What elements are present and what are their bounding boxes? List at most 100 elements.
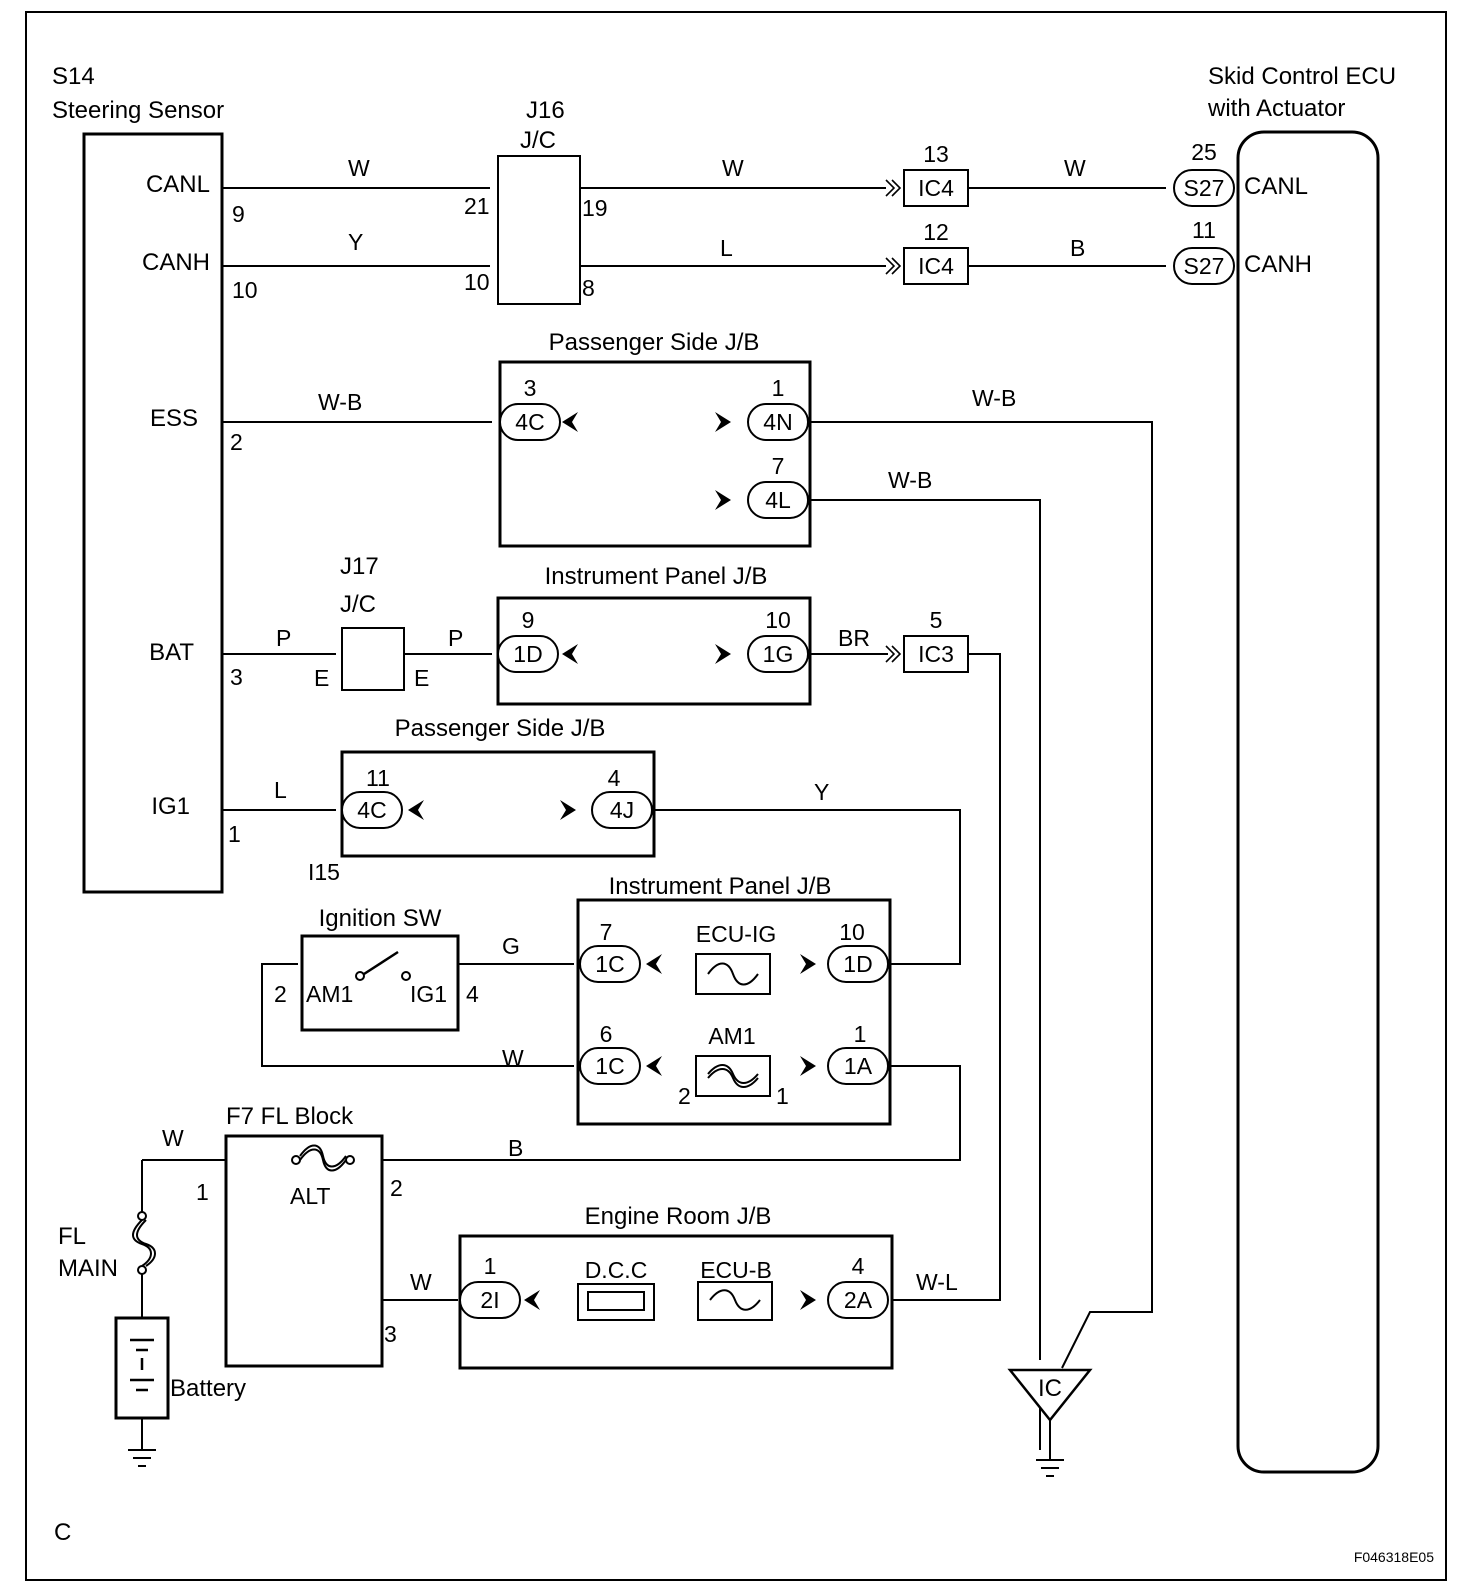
- sensor-pin-bat: BAT: [149, 639, 194, 666]
- fuse-label: ECU-IG: [696, 921, 777, 947]
- wire-color: W: [348, 155, 370, 181]
- steering-sensor-id: S14: [52, 63, 95, 90]
- junction-connector-j16: J16 J/C 21 19 10 8: [464, 97, 608, 305]
- steering-sensor-name: Steering Sensor: [52, 97, 224, 124]
- ecu-pin-canl: CANL: [1244, 173, 1308, 200]
- wire-color: L: [720, 235, 733, 261]
- battery: Battery: [114, 1316, 246, 1420]
- ground-ic-label: IC: [1038, 1375, 1062, 1402]
- ecu-name-line1: Skid Control ECU: [1208, 63, 1396, 90]
- instrument-panel-jb-top: Instrument Panel J/B 1D 9 1G 10: [496, 563, 812, 706]
- sensor-pin-num: 3: [230, 664, 243, 690]
- j16-type: J/C: [520, 127, 556, 154]
- ecu-name-line2: with Actuator: [1207, 95, 1345, 122]
- j17-pin-right: E: [414, 665, 429, 691]
- instrument-panel-jb-bottom: Instrument Panel J/B ECU-IG AM1 1C 7 1D …: [576, 873, 892, 1126]
- connector-num: 1: [484, 1253, 497, 1279]
- relay-label: D.C.C: [585, 1257, 648, 1283]
- ignition-sw-pin: 2: [274, 981, 287, 1007]
- inline-connector-ic4: IC4 13 IC4 12: [885, 141, 969, 285]
- ic4-label: IC4: [918, 253, 954, 279]
- diagram-frame: [25, 11, 1447, 1581]
- skid-control-ecu: Skid Control ECU with Actuator CANL CANH…: [1173, 63, 1396, 1474]
- connector-tag-i15: I15: [308, 859, 340, 885]
- connector-label: 4C: [357, 797, 386, 823]
- ecu-connector-num: 25: [1191, 139, 1217, 165]
- connector-num: 4: [608, 765, 621, 791]
- connector-label: 1C: [595, 951, 624, 977]
- wire-color: P: [276, 625, 291, 651]
- connector-label: 1D: [513, 641, 542, 667]
- jb-title: Passenger Side J/B: [549, 329, 760, 356]
- jb-title: Instrument Panel J/B: [545, 563, 768, 590]
- wire-color: W-B: [318, 389, 362, 415]
- ground-ic: IC: [1007, 1368, 1093, 1460]
- sensor-pin-num: 10: [232, 277, 258, 303]
- connector-label: 1G: [763, 641, 794, 667]
- ic4-label: IC4: [918, 175, 954, 201]
- fl-main-fuse: FL MAIN: [58, 1211, 156, 1282]
- wire-color: W: [502, 1045, 524, 1071]
- connector-num: 6: [600, 1021, 613, 1047]
- passenger-side-jb-bottom: Passenger Side J/B 4C 11 4J 4 I15: [308, 715, 656, 885]
- battery-label: Battery: [170, 1375, 246, 1402]
- sensor-pin-num: 2: [230, 429, 243, 455]
- wire-color: W-B: [972, 385, 1016, 411]
- ecu-pin-canh: CANH: [1244, 251, 1312, 278]
- sensor-pin-num: 9: [232, 201, 245, 227]
- connector-num: 1: [854, 1021, 867, 1047]
- sensor-pin-ess: ESS: [150, 405, 198, 432]
- junction-connector-j17: J17 J/C E E: [314, 553, 429, 691]
- jb-title: Passenger Side J/B: [395, 715, 606, 742]
- ground-icon: [1036, 1459, 1064, 1477]
- connector-num: 1: [772, 375, 785, 401]
- wire-color: W: [410, 1269, 432, 1295]
- wire-color: W-L: [916, 1269, 958, 1295]
- j16-pin: 21: [464, 193, 490, 219]
- wire-color: B: [508, 1135, 523, 1161]
- connector-num: 11: [366, 765, 390, 791]
- fuse-label: AM1: [708, 1023, 755, 1049]
- j17-id: J17: [340, 553, 379, 580]
- ecu-connector-num: 11: [1192, 217, 1216, 243]
- sensor-pin-ig1: IG1: [151, 793, 190, 820]
- connector-label: 2A: [844, 1287, 873, 1313]
- wire-color: Y: [814, 779, 829, 805]
- wire-color: BR: [838, 625, 870, 651]
- ic3-label: IC3: [918, 641, 954, 667]
- connector-num: 9: [522, 607, 535, 633]
- fl-block: F7 FL Block ALT 1 2 3: [196, 1103, 403, 1368]
- connector-label: 2I: [480, 1287, 499, 1313]
- ic4-num: 13: [923, 141, 949, 167]
- steering-sensor: S14 Steering Sensor CANL 9 CANH 10 ESS 2…: [52, 63, 258, 894]
- connector-label: 1D: [843, 951, 872, 977]
- passenger-side-jb-top: Passenger Side J/B 4C 3 4N 1 4L 7: [498, 329, 812, 548]
- wire-color: W: [722, 155, 744, 181]
- fl-main-line2: MAIN: [58, 1255, 118, 1282]
- fl-block-pin: 1: [196, 1179, 209, 1205]
- ignition-sw-term-left: AM1: [306, 981, 353, 1007]
- jb-title: Engine Room J/B: [585, 1203, 772, 1230]
- battery-ground-icon: [128, 1449, 156, 1467]
- connector-num: 4: [852, 1253, 865, 1279]
- j16-pin: 10: [464, 269, 490, 295]
- j17-pin-left: E: [314, 665, 329, 691]
- wire-color: W: [1064, 155, 1086, 181]
- ignition-switch: Ignition SW AM1 IG1 2 4: [274, 905, 479, 1032]
- j16-pin: 19: [582, 195, 608, 221]
- connector-label: 1A: [844, 1053, 873, 1079]
- fl-main-line1: FL: [58, 1223, 86, 1250]
- connector-label: 4J: [610, 797, 634, 823]
- wire-color: W: [162, 1125, 184, 1151]
- j16-pin: 8: [582, 275, 595, 301]
- wire-color-labels: W W W Y L B W-B W-B W-B P P BR L Y G W W…: [162, 155, 1086, 1295]
- figure-code: F046318E05: [1354, 1549, 1434, 1565]
- ecu-connector-label: S27: [1184, 253, 1225, 279]
- wire-color: L: [274, 777, 287, 803]
- fl-block-pin: 3: [384, 1321, 397, 1347]
- ic3-num: 5: [930, 607, 943, 633]
- jb-title: Instrument Panel J/B: [609, 873, 832, 900]
- sensor-pin-num: 1: [228, 821, 241, 847]
- engine-room-jb: Engine Room J/B 2I 1 D.C.C ECU-B 2A 4: [458, 1203, 894, 1370]
